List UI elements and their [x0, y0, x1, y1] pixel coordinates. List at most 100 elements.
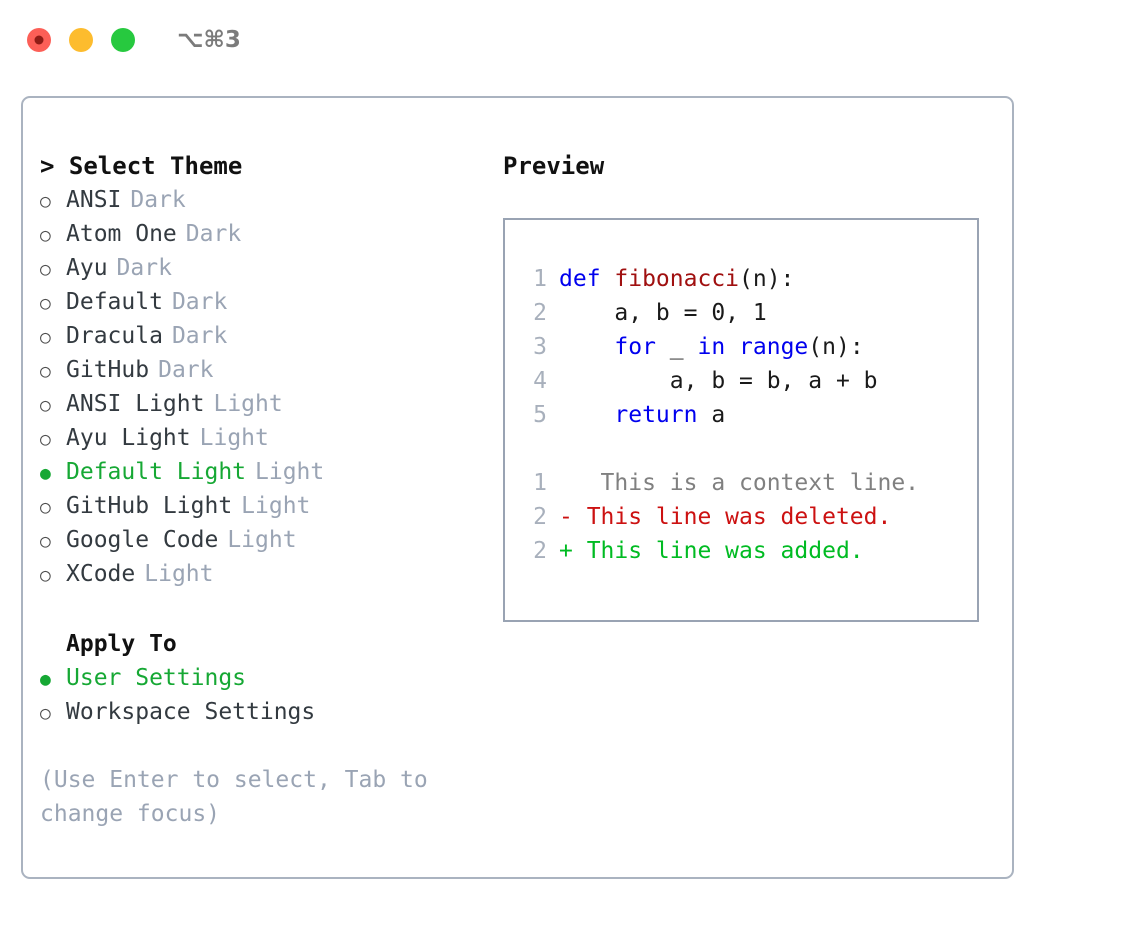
- code-token-plain: a, b = b, a + b: [559, 368, 878, 394]
- theme-option-label: Ayu: [66, 255, 108, 281]
- theme-option-mode-badge: Light: [213, 391, 283, 417]
- code-line: 4 a, b = b, a + b: [505, 364, 977, 398]
- code-line-number: 2: [533, 300, 547, 326]
- diff-line-number: 1: [533, 470, 547, 496]
- diff-sample: 1 This is a context line. 2 - This line wa…: [505, 466, 977, 568]
- theme-option-dracula[interactable]: ○ Dracula Dark: [40, 319, 489, 353]
- theme-option-label: ANSI: [66, 187, 122, 213]
- code-diff-separator: [505, 432, 977, 466]
- theme-option-mode-badge: Dark: [171, 289, 228, 315]
- code-token-kw: def: [559, 266, 615, 292]
- theme-option-ansi[interactable]: ○ ANSI Dark: [40, 183, 489, 217]
- code-token-plain: [725, 334, 739, 360]
- radio-unselected-icon: ○: [40, 225, 51, 246]
- code-token-kw: return: [614, 402, 698, 428]
- code-token-plain: a, b = 0, 1: [559, 300, 767, 326]
- keyboard-hint-text: (Use Enter to select, Tab to change focu…: [40, 767, 442, 827]
- theme-option-label: Default Light: [66, 459, 247, 485]
- theme-option-default-light[interactable]: ● Default Light Light: [40, 455, 489, 489]
- apply-to-heading: ○Apply To: [40, 627, 489, 661]
- code-line-content: return a: [559, 398, 725, 432]
- close-button[interactable]: [27, 28, 51, 52]
- code-token-plain: a: [697, 402, 726, 428]
- diff-line-content-add: + This line was added.: [559, 538, 864, 564]
- radio-unselected-icon: ○: [40, 395, 51, 416]
- theme-option-mode-badge: Dark: [171, 323, 228, 349]
- list-gap: [40, 591, 489, 627]
- theme-option-mode-badge: Dark: [185, 221, 242, 247]
- theme-option-label: Atom One: [66, 221, 177, 247]
- apply-to-label: Apply To: [66, 631, 177, 657]
- theme-option-mode-badge: Light: [199, 425, 269, 451]
- radio-selected-icon: ●: [40, 669, 51, 690]
- theme-option-label: GitHub: [66, 357, 150, 383]
- radio-unselected-icon: ○: [40, 259, 51, 280]
- theme-option-ayu[interactable]: ○ Ayu Dark: [40, 251, 489, 285]
- theme-option-label: Ayu Light: [66, 425, 191, 451]
- apply-to-option-label: Workspace Settings: [66, 699, 316, 725]
- code-line-content: a, b = 0, 1: [559, 296, 767, 330]
- window-title: ⌥⌘3: [177, 27, 241, 53]
- theme-option-mode-badge: Light: [144, 561, 214, 587]
- theme-option-atom-one[interactable]: ○ Atom One Dark: [40, 217, 489, 251]
- code-token-plain: _: [655, 334, 698, 360]
- diff-line-number: 2: [533, 538, 547, 564]
- code-token-kw: in: [697, 334, 726, 360]
- theme-option-ayu-light[interactable]: ○ Ayu Light Light: [40, 421, 489, 455]
- theme-option-xcode[interactable]: ○ XCode Light: [40, 557, 489, 591]
- apply-to-list: ● User Settings ○ Workspace Settings: [40, 661, 489, 729]
- apply-to-option-user-settings[interactable]: ● User Settings: [40, 661, 489, 695]
- code-token-plain: (n):: [808, 334, 864, 360]
- code-line: 5 return a: [505, 398, 977, 432]
- code-line-content: def fibonacci(n):: [559, 262, 794, 296]
- radio-unselected-icon: ○: [40, 327, 51, 348]
- hint-gap: [40, 729, 489, 763]
- select-theme-heading: > Select Theme: [40, 149, 489, 183]
- radio-selected-icon: ●: [40, 463, 51, 484]
- apply-to-option-label: User Settings: [66, 665, 247, 691]
- diff-line: 1 This is a context line.: [505, 466, 977, 500]
- theme-option-mode-badge: Light: [227, 527, 297, 553]
- code-line-number: 4: [533, 368, 547, 394]
- radio-unselected-icon: ○: [40, 497, 51, 518]
- code-line-number: 5: [533, 402, 547, 428]
- code-line-number: 1: [533, 266, 547, 292]
- theme-option-mode-badge: Dark: [130, 187, 186, 213]
- code-line: 2 a, b = 0, 1: [505, 296, 977, 330]
- radio-unselected-icon: ○: [40, 565, 51, 586]
- radio-unselected-icon: ○: [40, 703, 51, 724]
- code-line-content: for _ in range(n):: [559, 330, 864, 364]
- theme-option-label: Dracula: [66, 323, 163, 349]
- theme-option-mode-badge: Light: [255, 459, 325, 485]
- theme-option-label: GitHub Light: [66, 493, 233, 519]
- code-line: 1 def fibonacci(n):: [505, 262, 977, 296]
- code-token-kw: range: [739, 334, 809, 360]
- code-token-kw: for: [614, 334, 656, 360]
- radio-unselected-icon: ○: [40, 429, 51, 450]
- code-token-plain: [559, 402, 614, 428]
- theme-option-label: Google Code: [66, 527, 219, 553]
- diff-line: 2 - This line was deleted.: [505, 500, 977, 534]
- diff-line-number: 2: [533, 504, 547, 530]
- theme-option-label: XCode: [66, 561, 136, 587]
- theme-option-mode-badge: Dark: [116, 255, 172, 281]
- maximize-button[interactable]: [111, 28, 135, 52]
- code-line: 3 for _ in range(n):: [505, 330, 977, 364]
- radio-unselected-icon: ○: [40, 191, 51, 212]
- code-line-content: a, b = b, a + b: [559, 364, 878, 398]
- theme-option-mode-badge: Dark: [158, 357, 214, 383]
- code-line-number: 3: [533, 334, 547, 360]
- diff-line-content-del: - This line was deleted.: [559, 504, 892, 530]
- minimize-button[interactable]: [69, 28, 93, 52]
- apply-to-option-workspace-settings[interactable]: ○ Workspace Settings: [40, 695, 489, 729]
- theme-option-label: Default: [66, 289, 163, 315]
